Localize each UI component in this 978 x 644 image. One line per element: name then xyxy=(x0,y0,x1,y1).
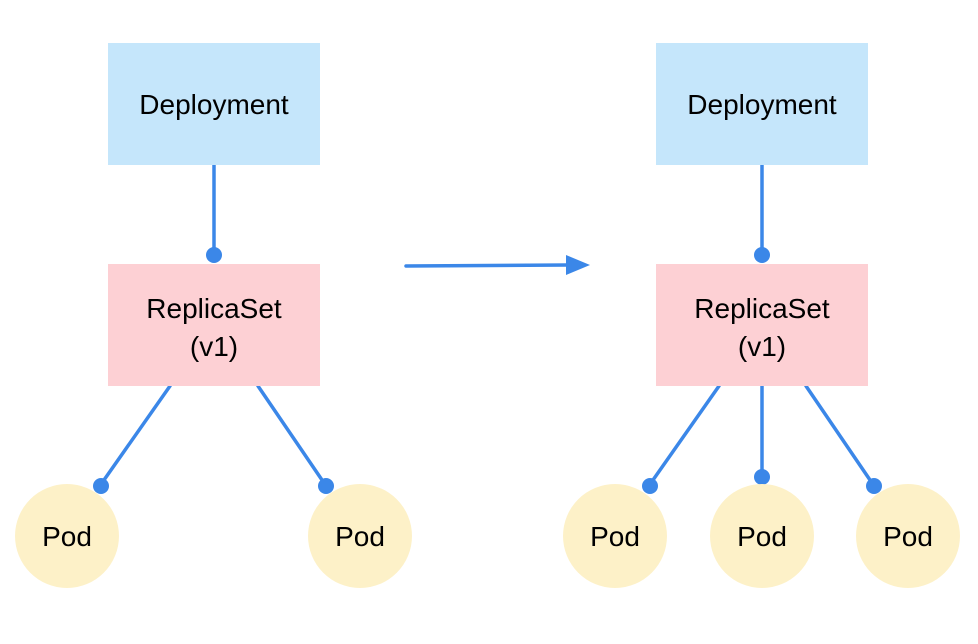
after-group: Deployment ReplicaSet (v1) Pod Pod Pod xyxy=(563,43,960,588)
arrow-head xyxy=(566,255,590,275)
replicaset-version-label: (v1) xyxy=(190,331,238,362)
deployment-box xyxy=(656,43,868,165)
deployment-label: Deployment xyxy=(139,89,289,120)
pod-label: Pod xyxy=(42,521,92,552)
pod-label: Pod xyxy=(737,521,787,552)
deployment-box xyxy=(108,43,320,165)
pod-label: Pod xyxy=(590,521,640,552)
connector-endpoint-dot xyxy=(93,478,109,494)
pod-label: Pod xyxy=(335,521,385,552)
connector-endpoint-dot xyxy=(206,247,222,263)
connector-endpoint-dot xyxy=(866,478,882,494)
arrow-shaft xyxy=(404,263,570,268)
replicaset-label: ReplicaSet xyxy=(694,293,830,324)
pod-circle xyxy=(710,484,814,588)
connector-endpoint-dot xyxy=(754,247,770,263)
replicaset-to-pod-connector xyxy=(804,384,872,482)
pod-circle xyxy=(15,484,119,588)
deployment-label: Deployment xyxy=(687,89,837,120)
replicaset-box xyxy=(656,264,868,386)
replicaset-box xyxy=(108,264,320,386)
transition-arrow xyxy=(404,255,590,275)
replicaset-to-pod-connector xyxy=(651,384,721,482)
pod-circle xyxy=(308,484,412,588)
replicaset-version-label: (v1) xyxy=(738,331,786,362)
pod-circle xyxy=(563,484,667,588)
pod-label: Pod xyxy=(883,521,933,552)
replicaset-label: ReplicaSet xyxy=(146,293,282,324)
connector-endpoint-dot xyxy=(642,478,658,494)
connector-endpoint-dot xyxy=(754,469,770,485)
before-group: Deployment ReplicaSet (v1) Pod Pod xyxy=(15,43,412,588)
replicaset-to-pod-connector xyxy=(102,384,172,482)
replicaset-to-pod-connector xyxy=(256,384,324,482)
connector-endpoint-dot xyxy=(318,478,334,494)
pod-circle xyxy=(856,484,960,588)
